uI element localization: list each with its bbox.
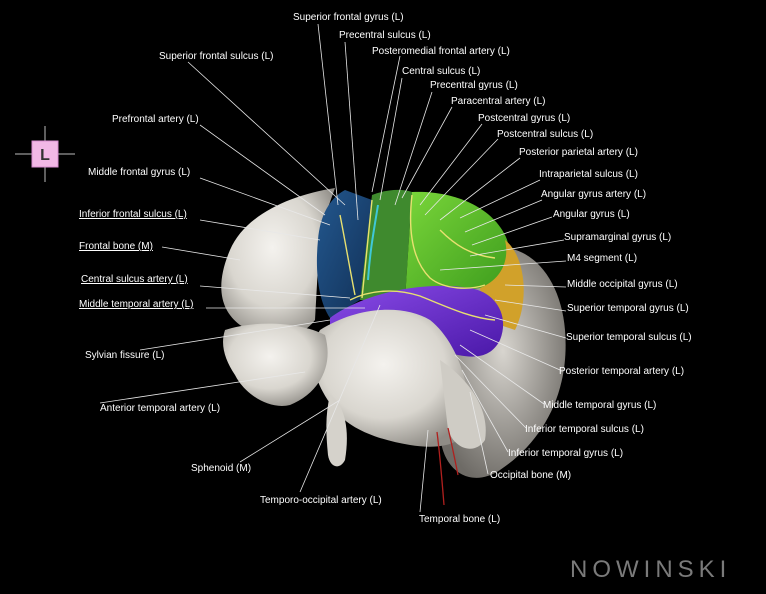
label-central-sulcus-artery: Central sulcus artery (L) [81, 274, 188, 285]
label-frontal-bone: Frontal bone (M) [79, 241, 153, 252]
brand-text: NOWINSKI [570, 556, 731, 583]
label-inferior-temporal-sulcus: Inferior temporal sulcus (L) [525, 424, 644, 435]
label-anterior-temporal-artery: Anterior temporal artery (L) [100, 403, 221, 414]
label-angular-gyrus-artery: Angular gyrus artery (L) [541, 189, 647, 200]
precentral-gyrus-shape [360, 189, 412, 300]
central-sulcus-shape [367, 204, 379, 281]
label-middle-temporal-artery: Middle temporal artery (L) [79, 299, 194, 310]
label-superior-frontal-sulcus: Superior frontal sulcus (L) [159, 51, 274, 62]
label-superior-temporal-gyrus: Superior temporal gyrus (L) [567, 303, 689, 314]
label-temporal-bone: Temporal bone (L) [419, 514, 501, 525]
occipital-rim-shape [440, 360, 486, 449]
label-sylvian-fissure: Sylvian fissure (L) [85, 350, 165, 361]
frontal-lobe-shape [316, 190, 372, 318]
label-occipital-bone: Occipital bone (M) [490, 470, 572, 481]
temporal-bone-shape [312, 309, 470, 447]
nowinski-logo: NOWINSKI [570, 556, 731, 583]
label-posterior-parietal-artery: Posterior parietal artery (L) [519, 147, 638, 158]
label-superior-temporal-sulcus: Superior temporal sulcus (L) [566, 332, 692, 343]
label-supramarginal-gyrus: Supramarginal gyrus (L) [564, 232, 672, 243]
label-paracentral-artery: Paracentral artery (L) [451, 96, 546, 107]
frontal-bone-shape [221, 188, 335, 338]
label-intraparietal-sulcus: Intraparietal sulcus (L) [539, 169, 638, 180]
label-middle-occipital-gyrus: Middle occipital gyrus (L) [567, 279, 678, 290]
label-posterior-temporal-artery: Posterior temporal artery (L) [559, 366, 685, 377]
label-sphenoid: Sphenoid (M) [191, 463, 252, 474]
orientation-letter: L [40, 147, 50, 164]
sphenoid-process-shape [326, 395, 347, 467]
cortical-vessels [339, 194, 496, 321]
label-precentral-gyrus: Precentral gyrus (L) [430, 80, 518, 91]
label-m4-segment: M4 segment (L) [567, 253, 638, 264]
label-middle-temporal-gyrus: Middle temporal gyrus (L) [543, 400, 657, 411]
label-middle-frontal-gyrus: Middle frontal gyrus (L) [88, 167, 191, 178]
label-postcentral-gyrus: Postcentral gyrus (L) [478, 113, 571, 124]
label-postcentral-sulcus: Postcentral sulcus (L) [497, 129, 594, 140]
orientation-cube-icon: L [15, 126, 75, 182]
parietal-lobe-shape [405, 191, 509, 300]
label-central-sulcus: Central sulcus (L) [402, 66, 481, 77]
label-prefrontal-artery: Prefrontal artery (L) [112, 114, 199, 125]
leader-lines [99, 23, 567, 513]
label-inferior-temporal-gyrus: Inferior temporal gyrus (L) [508, 448, 624, 459]
label-angular-gyrus: Angular gyrus (L) [553, 209, 630, 220]
sphenoid-shape [223, 323, 328, 406]
label-precentral-sulcus: Precentral sulcus (L) [339, 30, 431, 41]
label-inferior-frontal-sulcus: Inferior frontal sulcus (L) [79, 209, 187, 220]
label-temporo-occipital-artery: Temporo-occipital artery (L) [260, 495, 382, 506]
label-superior-frontal-gyrus: Superior frontal gyrus (L) [293, 12, 404, 23]
label-posteromedial-frontal-artery: Posteromedial frontal artery (L) [372, 46, 510, 57]
red-vessels [436, 427, 459, 506]
